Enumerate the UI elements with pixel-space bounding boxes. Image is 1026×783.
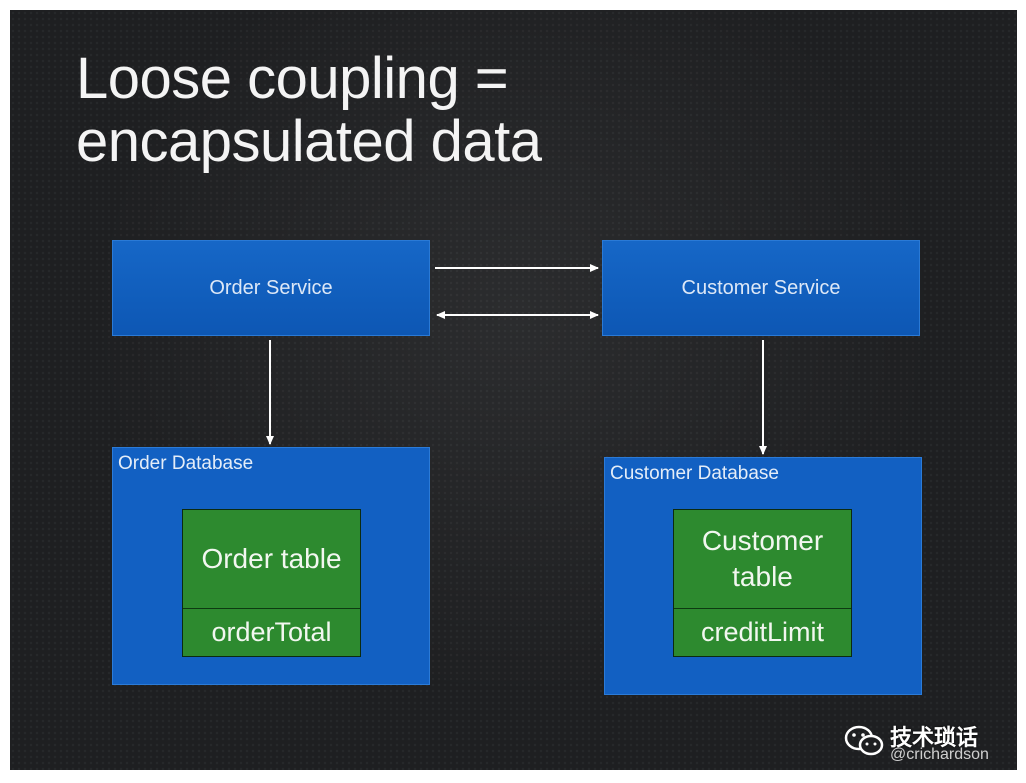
slide-title: Loose coupling = encapsulated data: [76, 46, 542, 174]
watermark-text: 技术琐话: [890, 725, 979, 750]
watermark: 技术琐话 @crichardson: [838, 720, 1008, 775]
title-line-2: encapsulated data: [76, 108, 542, 174]
customer-service-box: Customer Service: [602, 240, 920, 336]
order-database: Order Database Order table orderTotal: [112, 447, 430, 685]
slide: Loose coupling = encapsulated data Order…: [10, 10, 1017, 770]
order-service-box: Order Service: [112, 240, 430, 336]
customer-table: Customer table creditLimit: [673, 509, 852, 657]
customer-database-label: Customer Database: [610, 463, 779, 484]
customer-table-name: Customer table: [674, 510, 851, 609]
wechat-icon: [844, 725, 884, 756]
customer-database: Customer Database Customer table creditL…: [604, 457, 922, 695]
title-line-1: Loose coupling =: [76, 46, 509, 111]
order-table-field: orderTotal: [211, 616, 332, 647]
order-database-label: Order Database: [118, 453, 254, 474]
customer-table-field: creditLimit: [700, 616, 825, 647]
order-table-name: Order table: [183, 510, 360, 609]
order-service-label: Order Service: [209, 276, 333, 299]
order-table: Order table orderTotal: [182, 509, 361, 657]
customer-service-label: Customer Service: [681, 276, 841, 299]
connector-arrows: [266, 264, 767, 455]
watermark-sub: @crichardson: [890, 746, 989, 763]
